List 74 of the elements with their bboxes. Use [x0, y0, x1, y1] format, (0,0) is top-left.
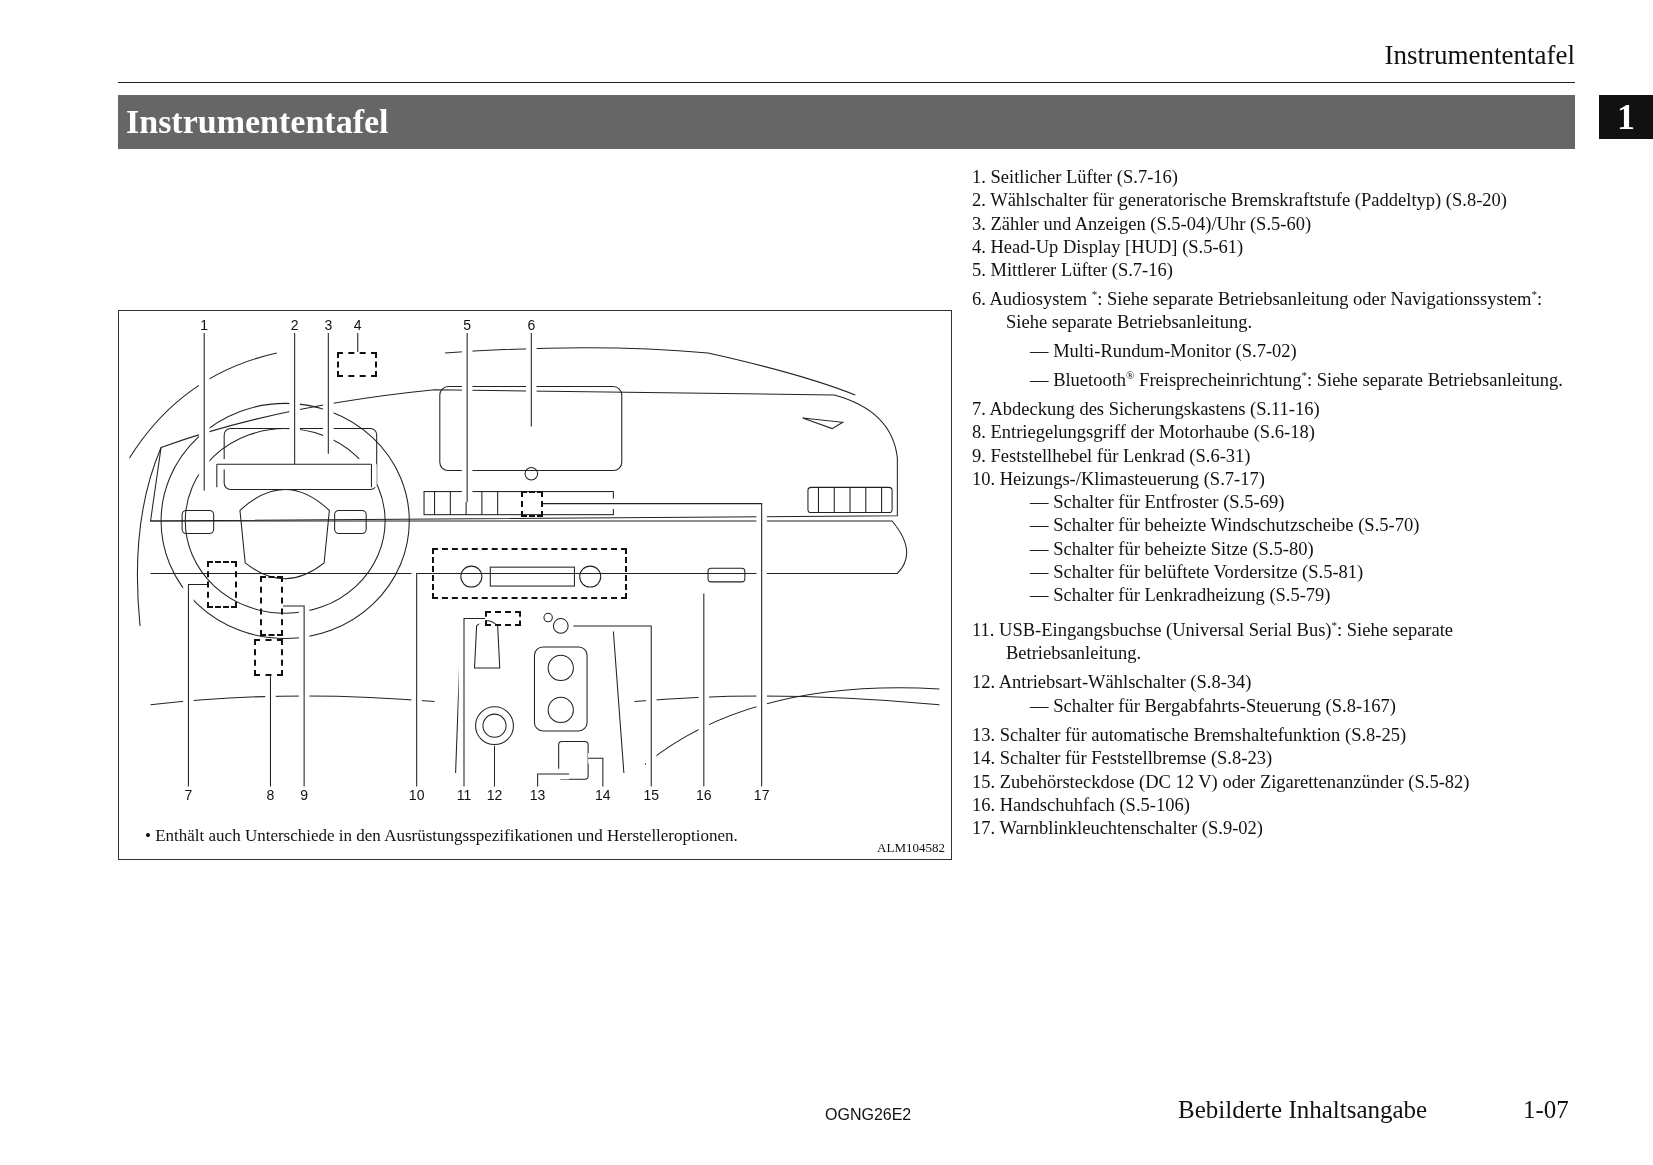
- leader-line: [187, 583, 208, 788]
- callout-number: 11: [455, 787, 473, 802]
- list-item: 12. Antriebsart-Wählschalter (S.8-34): [972, 671, 1253, 695]
- dashed-outline: [485, 611, 521, 626]
- list-subitem: — Multi-Rundum-Monitor (S.7-02): [1029, 340, 1298, 364]
- callout-number: 7: [183, 787, 194, 802]
- leader-line: [493, 745, 496, 788]
- list-item: 14. Schalter für Feststellbremse (S.8-23): [972, 747, 1274, 771]
- list-item: 15. Zubehörsteckdose (DC 12 V) oder Zigarettenanzünder (S.5-82): [972, 770, 1471, 794]
- footer-section: Bebilderte Inhaltsangabe: [1178, 1096, 1428, 1124]
- leader-line: [327, 332, 329, 455]
- list-item: 9. Feststellhebel für Lenkrad (S.6-31): [972, 444, 1252, 468]
- list-item: 7. Abdeckung des Sicherungskastens (S.11-16): [972, 398, 1321, 421]
- dashed-outline: [432, 548, 627, 599]
- callout-number: 3: [323, 317, 334, 332]
- dashed-outline: [520, 490, 543, 517]
- callout-number: 4: [352, 317, 363, 332]
- chapter-tab: 1: [1599, 95, 1653, 139]
- callout-number: 9: [299, 787, 309, 802]
- callout-number: 2: [289, 317, 300, 332]
- leader-line: [282, 605, 305, 788]
- list-subitem: — Schalter für beheizte Windschutzscheibe (S.5-70): [1029, 514, 1421, 538]
- leader-line: [587, 757, 604, 788]
- list-item: 10. Heizungs-/Klimasteuerung (S.7-17): [972, 467, 1266, 491]
- leader-line: [703, 592, 705, 788]
- callout-number: 10: [407, 787, 426, 802]
- list-subitem: — Schalter für Entfroster (S.5-69): [1029, 491, 1286, 515]
- callout-number: 5: [462, 317, 473, 332]
- dashed-outline: [253, 638, 284, 677]
- leader-line: [542, 503, 763, 788]
- figure-code: ALM104582: [877, 840, 945, 856]
- list-item: 1. Seitlicher Lüfter (S.7-16): [972, 166, 1179, 189]
- dashed-outline: [336, 351, 377, 378]
- leader-line: [463, 618, 486, 788]
- list-item: 13. Schalter für automatische Bremshaltefunktion (S.8-25): [972, 724, 1408, 747]
- callout-number: 1: [199, 317, 210, 332]
- page-number: 1-07: [1523, 1096, 1569, 1124]
- callout-number: 8: [265, 787, 276, 802]
- callout-number: 17: [752, 787, 771, 802]
- callout-number: 12: [485, 787, 504, 802]
- leader-line: [537, 773, 570, 788]
- document-code: OGNG26E2: [825, 1106, 912, 1124]
- callout-number: 14: [594, 787, 612, 802]
- leader-line: [216, 332, 372, 488]
- list-subitem: — Schalter für Bergabfahrts-Steuerung (S.8-167): [1029, 694, 1397, 718]
- callout-number: 13: [528, 787, 547, 802]
- list-item: 5. Mittlerer Lüfter (S.7-16): [972, 259, 1174, 283]
- list-item: 17. Warnblinkleuchtenschalter (S.9-02): [972, 817, 1264, 841]
- callout-number: 16: [695, 787, 713, 802]
- leader-line: [416, 572, 433, 788]
- list-item: 11. USB-Eingangsbuchse (Universal Serial Bus)$^{*}$: Siehe separate Betriebsanleitung.: [972, 617, 1455, 666]
- leader-line: [269, 675, 271, 788]
- dashed-outline: [259, 575, 284, 637]
- list-item: 6. Audiosystem $^{*}$: Siehe separate Betriebsanleitung oder Navigationssystem$^{*}$: Siehe separate Betriebsanleitung.: [972, 286, 1543, 334]
- dashed-outline: [207, 560, 237, 609]
- list-subitem: — Bluetooth$^{®}$ Freisprecheinrichtung$^{*}$: Siehe separate Betriebsanleitung.: [1029, 367, 1564, 392]
- leader-line: [357, 332, 359, 353]
- leader-line: [203, 332, 205, 492]
- list-subitem: — Schalter für beheizte Sitze (S.5-80): [1029, 537, 1315, 561]
- callout-number: 15: [642, 787, 660, 802]
- note-text: • Enthält auch Unterschiede in den Ausrüstungsspezifikationen und Herstelleroptionen.: [145, 826, 738, 846]
- list-item: 8. Entriegelungsgriff der Motorhaube (S.6-18): [972, 421, 1316, 445]
- list-item: 16. Handschuhfach (S.5-106): [972, 793, 1191, 817]
- list-subitem: — Schalter für belüftete Vordersitze (S.5-81): [1029, 561, 1365, 585]
- leader-line: [530, 332, 532, 427]
- list-item: 4. Head-Up Display [HUD] (S.5-61): [972, 235, 1245, 259]
- list-subitem: — Schalter für Lenkradheizung (S.5-79): [1029, 584, 1332, 608]
- leader-line: [466, 332, 468, 503]
- list-item: 2. Wählschalter für generatorische Bremskraftstufe (Paddeltyp) (S.8-20): [972, 189, 1508, 213]
- list-item: 3. Zähler und Anzeigen (S.5-04)/Uhr (S.5-60): [972, 212, 1313, 236]
- page-header: Instrumententafel: [1384, 40, 1575, 71]
- leader-line: [572, 625, 652, 788]
- section-title: Instrumententafel: [126, 103, 389, 141]
- callout-number: 6: [526, 317, 537, 332]
